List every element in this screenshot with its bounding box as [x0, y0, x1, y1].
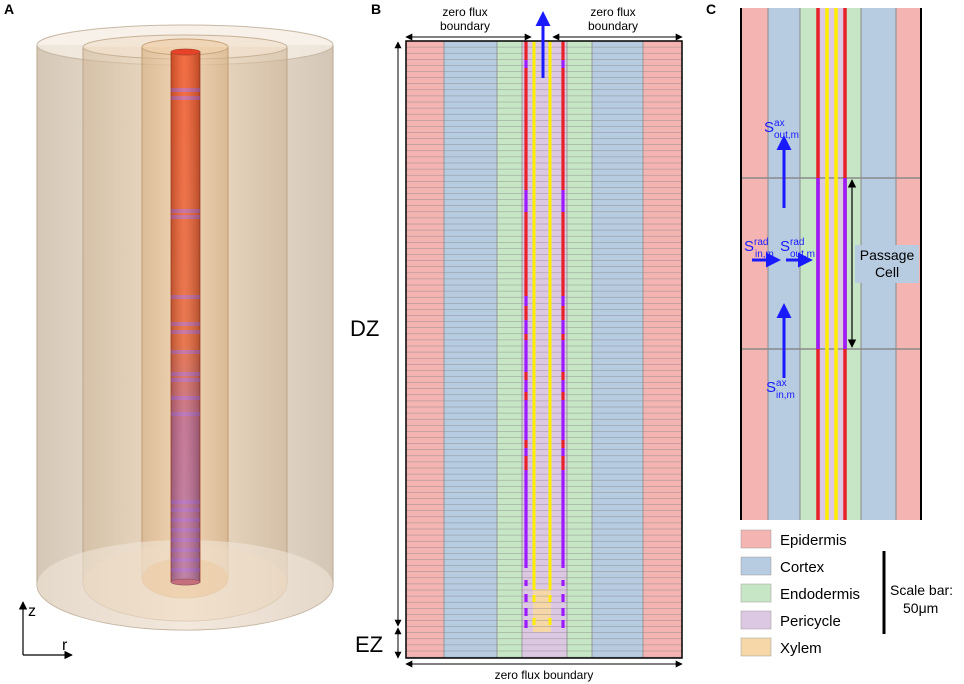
scale-bar-label-line2: 50μm — [903, 600, 938, 616]
panel-c-labels: Sax out,m Srad in,m Srad out,m Sax in,m … — [744, 118, 919, 401]
s-out-rad-sub: out,m — [790, 249, 815, 260]
scale-bar-label-line1: Scale bar: — [890, 582, 953, 598]
s-out-ax-sub: out,m — [774, 130, 799, 141]
legend-swatch-endodermis — [740, 583, 772, 603]
top-left-boundary-line2: boundary — [440, 19, 490, 33]
axis-z-label: z — [28, 603, 36, 620]
panel-a-cylinder-model — [36, 24, 334, 631]
panel-label-b: B — [371, 1, 381, 17]
passage-cell-line2: Cell — [875, 264, 899, 280]
panel-a-axes: z r — [18, 601, 73, 660]
panel-b-annotations: zero flux boundary zero flux boundary ze… — [350, 5, 683, 682]
top-left-boundary-line1: zero flux — [442, 5, 487, 19]
legend-swatch-epidermis — [740, 529, 772, 549]
legend-label-epidermis: Epidermis — [780, 532, 847, 549]
panel-label-a: A — [4, 1, 14, 17]
legend-swatch-pericycle — [740, 610, 772, 630]
s-in-ax-sub: in,m — [776, 390, 795, 401]
legend-swatch-xylem — [740, 637, 772, 657]
passage-cell-line1: Passage — [860, 247, 915, 263]
top-right-boundary-line2: boundary — [588, 19, 638, 33]
legend-label-xylem: Xylem — [780, 640, 822, 657]
legend-label-cortex: Cortex — [780, 559, 825, 576]
zone-ez-label: EZ — [355, 632, 383, 657]
bottom-boundary-label: zero flux boundary — [495, 668, 594, 682]
panel-b-grid — [405, 40, 683, 659]
s-in-ax-label: Sax — [766, 378, 787, 396]
legend-label-pericycle: Pericycle — [780, 613, 841, 630]
s-out-rad-label: Srad — [780, 237, 804, 255]
axis-r-label: r — [62, 637, 68, 654]
legend: Epidermis Cortex Endodermis Pericycle Xy… — [740, 529, 953, 657]
top-right-boundary-line1: zero flux — [590, 5, 635, 19]
legend-label-endodermis: Endodermis — [780, 586, 860, 603]
s-in-rad-sub: in,m — [755, 249, 774, 260]
panel-label-c: C — [706, 1, 716, 17]
s-out-ax-label: Sax — [764, 118, 785, 136]
s-in-rad-label: Srad — [744, 237, 768, 255]
legend-swatch-cortex — [740, 556, 772, 576]
zone-dz-label: DZ — [350, 316, 379, 341]
